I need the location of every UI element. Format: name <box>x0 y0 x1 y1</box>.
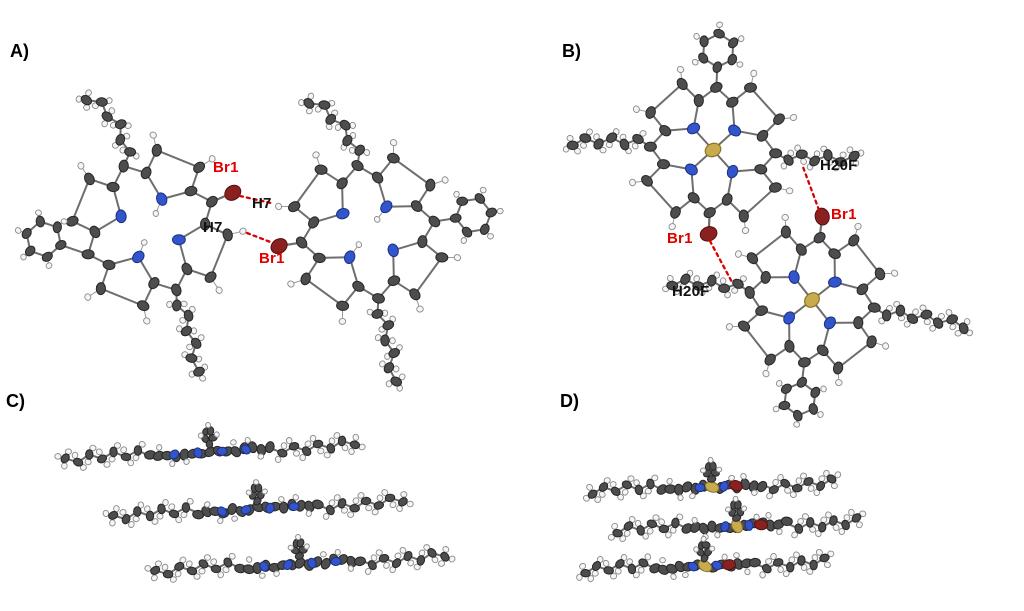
hydrogen-bond-dashes <box>238 165 821 286</box>
porphyrin-A-right-bonds <box>278 96 501 389</box>
panel-label-c: C) <box>6 391 25 411</box>
atom-label-br1-panelA-bottom: Br1 <box>259 250 285 267</box>
atom-label-h7-panelA-bottom: H7 <box>203 219 223 236</box>
panel-label-b: B) <box>562 41 581 61</box>
atom-label-br1-panelB-left: Br1 <box>667 230 693 247</box>
atom-label-h7-panelA-top: H7 <box>252 195 272 212</box>
atom-label-h20f-panelB-bottom: H20F <box>672 283 710 300</box>
porphyrin-A-left-atoms <box>14 89 247 382</box>
porphyrin-B-bottom-atoms <box>662 207 974 428</box>
stack-D-3-atoms <box>576 535 835 583</box>
porphyrin-B-top-atoms <box>562 21 865 242</box>
panel-label-d: D) <box>560 391 579 411</box>
panel-label-a: A) <box>10 41 29 61</box>
stack-C-3-atoms <box>144 534 456 583</box>
porphyrin-A-right-atoms <box>270 92 504 392</box>
atom-label-br1-panelB-right: Br1 <box>831 206 857 223</box>
stack-C-1-atoms <box>54 421 366 471</box>
atom-label-br1-panelA-top: Br1 <box>213 159 239 176</box>
stack-D-2-atoms <box>607 495 867 542</box>
stack-D-1-atoms <box>583 456 842 503</box>
atom-label-h20f-panelB-top: H20F <box>820 157 858 174</box>
stack-C-2-atoms <box>102 479 414 528</box>
